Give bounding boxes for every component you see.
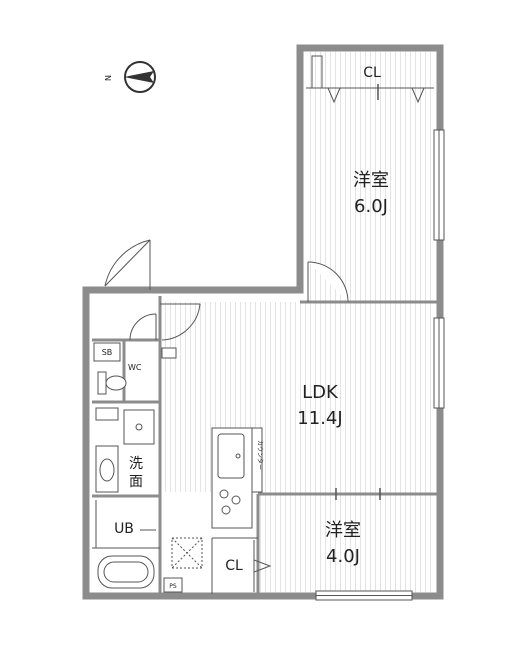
shoe-box (93, 342, 121, 362)
bedroom-lower-door (335, 488, 381, 500)
pipe-space (163, 577, 183, 593)
toilet-label: WC (128, 363, 142, 372)
entrance-door (104, 239, 151, 290)
toilet-sink (161, 347, 177, 359)
washroom-label-line1: 洗 (129, 456, 143, 472)
bedroom-upper-floor (306, 52, 434, 302)
ldk-size: 11.4J (297, 408, 342, 429)
refrigerator-space (171, 537, 203, 569)
unit-bath-label: UB (114, 521, 134, 537)
bedroom-lower-name: 洋室 (325, 520, 361, 541)
upper-closet (306, 55, 434, 104)
upper-closet-label: CL (363, 65, 381, 81)
compass-north-label: N (104, 75, 113, 81)
counter-label: カウンター (256, 440, 264, 470)
bedroom-upper-door (307, 261, 349, 303)
kitchen-counter (211, 427, 263, 529)
windows (315, 129, 445, 601)
interior-walls (92, 296, 438, 594)
lower-closet (211, 537, 272, 594)
bedroom-lower-floor (258, 492, 434, 592)
washroom-fixtures (95, 407, 155, 493)
bedroom-lower-size: 4.0J (326, 546, 360, 567)
washroom-label-line2: 面 (129, 474, 143, 490)
exterior-walls (82, 44, 444, 600)
toilet-icon (97, 371, 127, 395)
bedroom-upper-name: 洋室 (353, 170, 389, 191)
bedroom-upper-size: 6.0J (354, 196, 388, 217)
shoe-box-label: SB (102, 348, 113, 357)
ldk-floor (160, 302, 434, 492)
hall-door (160, 303, 201, 341)
ldk-name: LDK (302, 382, 339, 403)
compass-icon (124, 61, 156, 93)
unit-bath (92, 500, 160, 589)
lower-closet-label: CL (225, 558, 243, 574)
pipe-space-label: PS (169, 583, 177, 590)
wc-door (129, 313, 157, 341)
